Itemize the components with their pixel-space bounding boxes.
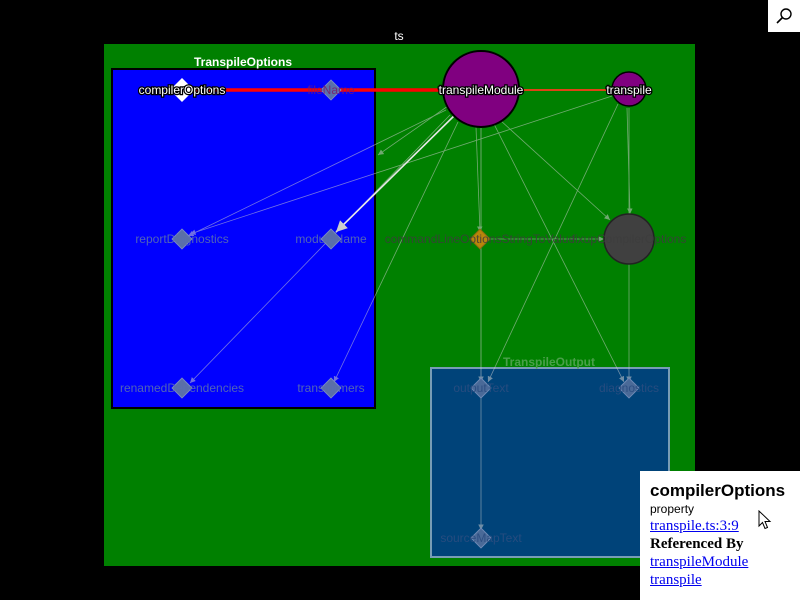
tooltip-reference-link[interactable]: transpileModule bbox=[650, 554, 749, 570]
node-tooltip: compilerOptions property transpile.ts:3:… bbox=[640, 471, 800, 600]
edge-transpileModule-transformers bbox=[333, 121, 459, 383]
label-reportDiagnostics: reportDiagnostics bbox=[135, 232, 228, 246]
edge-transpileModule-moduleName bbox=[335, 111, 459, 233]
node-renamedDependencies[interactable] bbox=[171, 377, 193, 399]
label-sourceMapText: sourceMapText bbox=[440, 531, 522, 545]
tooltip-title: compilerOptions bbox=[650, 481, 786, 500]
tooltip-referenced-by-heading: Referenced By bbox=[650, 536, 744, 552]
edge-transpileModule-commandLine bbox=[475, 126, 483, 233]
node-fileName[interactable] bbox=[320, 79, 342, 101]
cursor-icon bbox=[758, 510, 772, 530]
search-icon bbox=[776, 8, 792, 24]
edge-transpileModule-cluster bbox=[377, 105, 449, 156]
cluster-transpile-output-label: TranspileOutput bbox=[503, 355, 595, 369]
node-outputText[interactable] bbox=[470, 377, 492, 399]
label-renamedDependencies: renamedDependencies bbox=[120, 381, 244, 395]
node-reportDiagnostics[interactable] bbox=[171, 228, 193, 250]
label-transpile: transpile bbox=[606, 83, 652, 97]
node-diagnostics[interactable] bbox=[618, 377, 640, 399]
node-commandLineOptionsStringToValue[interactable] bbox=[469, 228, 491, 250]
label-transpileModule: transpileModule bbox=[439, 83, 524, 97]
node-compilerOptions[interactable] bbox=[169, 77, 195, 103]
label-moduleName: moduleName bbox=[295, 232, 367, 246]
node-transpileModule-circle[interactable] bbox=[442, 50, 520, 128]
edge-transpileModule-diagnostics bbox=[493, 123, 625, 383]
label-commandLineOptionsStringToValue: commandLineOptionsStringToValue bbox=[385, 232, 576, 246]
label-transformers: transformers bbox=[297, 381, 364, 395]
label-outputText: outputText bbox=[453, 381, 509, 395]
edge-transpile-fixup bbox=[626, 107, 633, 215]
cluster-transpile-output-box[interactable] bbox=[430, 367, 670, 558]
label-compilerOptions: compilerOptions bbox=[139, 83, 226, 97]
edge-transpile-reportDiagnostics bbox=[189, 95, 613, 235]
node-transformers[interactable] bbox=[320, 377, 342, 399]
node-sourceMapText[interactable] bbox=[470, 527, 492, 549]
cluster-transpile-options-label: TranspileOptions bbox=[194, 55, 292, 69]
module-ts-label: ts bbox=[394, 29, 403, 43]
edge-transpileModule-fixup bbox=[499, 119, 611, 221]
label-diagnostics: diagnostics bbox=[599, 381, 659, 395]
edge-transpileModule-renamedDependencies bbox=[189, 114, 451, 384]
tooltip-location-link[interactable]: transpile.ts:3:9 bbox=[650, 518, 739, 534]
label-fileName: fileName bbox=[307, 83, 355, 97]
edge-transpile-outputText bbox=[487, 103, 619, 383]
tooltip-reference-link[interactable]: transpile bbox=[650, 572, 702, 588]
tooltip-kind: property bbox=[650, 502, 695, 516]
edge-transpileModule-reportDiagnostics bbox=[187, 109, 447, 237]
node-moduleName[interactable] bbox=[320, 228, 342, 250]
node-fixupCompilerOptions-circle[interactable] bbox=[603, 213, 655, 265]
search-button[interactable] bbox=[768, 0, 800, 32]
node-transpile-circle[interactable] bbox=[611, 71, 647, 107]
label-fixupCompilerOptions: fixupCompilerOptions bbox=[572, 232, 687, 246]
